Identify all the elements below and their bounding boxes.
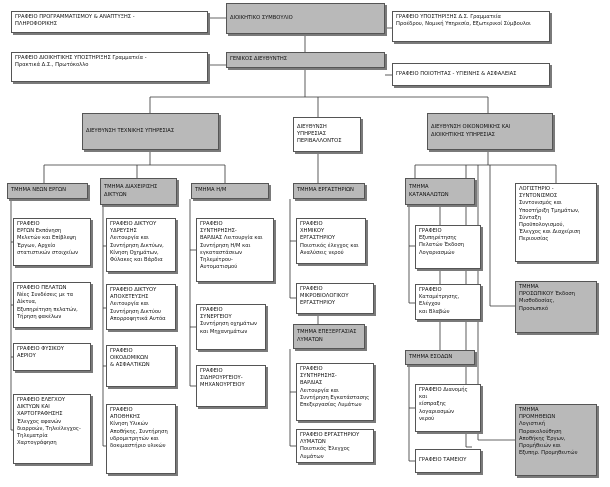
office-ww-lab-label: ΓΡΑΦΕΙΟ ΕΡΓΑΣΤΗΡΙΟΥ ΛΥΜΑΤΩΝ Ποιοτικός Έλ… — [300, 432, 360, 460]
office-metering-label: ΓΡΑΦΕΙΟ Καταμέτρησης, Ελέγχου και Βλαβών — [419, 287, 460, 315]
office-water-network-label: ΓΡΑΦΕΙΟ ΔΙΚΤΥΟΥ ΥΔΡΕΥΣΗΣ Λειτουργία και … — [110, 221, 164, 263]
office-quality-label: ΓΡΑΦΕΙΟ ΠΟΙΟΤΗΤΑΣ - ΥΓΙΕΙΝΗΣ & ΑΣΦΑΛΕΙΑΣ — [396, 70, 517, 77]
general-manager-label: ΓΕΝΙΚΟΣ ΔΙΕΥΘΥΝΤΗΣ — [230, 56, 287, 63]
office-ww-lab: ΓΡΑΦΕΙΟ ΕΡΓΑΣΤΗΡΙΟΥ ΛΥΜΑΤΩΝ Ποιοτικός Έλ… — [296, 429, 374, 463]
office-maint-shift-label: ΓΡΑΦΕΙΟ ΣΥΝΤΗΡΗΣΗΣ- ΒΑΡΔΙΑΣ Λειτουργία κ… — [200, 221, 263, 271]
office-network-control: ΓΡΑΦΕΙΟ ΕΛΕΓΧΟΥ ΔΙΚΤΥΩΝ ΚΑΙ ΧΑΡΤΟΓΡΑΦΗΣΗ… — [13, 394, 91, 464]
dept-procurement-label: ΤΜΗΜΑ ΠΡΟΜΗΘΕΙΩΝ Λογιστική Παρακολούθηση… — [519, 407, 578, 457]
dept-new-works: ΤΜΗΜΑ ΝΕΩΝ ΕΡΓΩΝ — [7, 183, 88, 199]
dept-networks-label: ΤΜΗΜΑ ΔΙΑΧΕΙΡΙΣΗΣ ΔΙΚΤΥΩΝ — [104, 184, 158, 198]
dept-revenue-label: ΤΜΗΜΑ ΕΣΟΔΩΝ — [409, 353, 453, 360]
office-water-network: ΓΡΑΦΕΙΟ ΔΙΚΤΥΟΥ ΥΔΡΕΥΣΗΣ Λειτουργία και … — [106, 218, 176, 272]
dept-personnel-label: ΤΜΗΜΑ ΠΡΟΣΩΠΙΚΟΥ Έκδοση Μισθοδοσίας, Προ… — [519, 284, 575, 312]
office-buildings-label: ΓΡΑΦΕΙΟ ΟΙΚΟΔΟΜΙΚΩΝ & ΑΣΦΑΛΤΙΚΩΝ — [110, 348, 150, 369]
board-label: ΔΙΟΙΚΗΤΙΚΟ ΣΥΜΒΟΥΛΙΟ — [230, 14, 293, 21]
dept-new-works-label: ΤΜΗΜΑ ΝΕΩΝ ΕΡΓΩΝ — [11, 187, 67, 194]
accounting-node: ΛΟΓΙΣΤΗΡΙΟ - ΣΥΝΤΟΝΙΣΜΟΣ Συντονισμός και… — [515, 183, 597, 262]
office-board-support: ΓΡΑΦΕΙΟ ΥΠΟΣΤΗΡΙΞΗΣ Δ.Σ. Γραμματεία Προέ… — [392, 11, 550, 42]
office-cashier-label: ΓΡΑΦΕΙΟ ΤΑΜΕΙΟΥ — [419, 457, 467, 464]
office-planning-label: ΓΡΑΦΕΙΟ ΠΡΟΓΡΑΜΜΑΤΙΣΜΟΥ & ΑΝΑΠΤΥΞΗΣ - ΠΛ… — [15, 14, 135, 28]
dir-economic-label: ΔΙΕΥΘΥΝΣΗ ΟΙΚΟΝΟΜΙΚΗΣ ΚΑΙ ΔΙΟΙΚΗΤΙΚΗΣ ΥΠ… — [431, 124, 511, 138]
office-storage-label: ΓΡΑΦΕΙΟ ΑΠΟΘΗΚΗΣ Κίνηση Υλικών Αποθήκης,… — [110, 407, 168, 449]
office-works-label: ΓΡΑΦΕΙΟ ΕΡΓΩΝ Εκπόνηση Μελετών και Επίβλ… — [17, 221, 78, 256]
office-quality: ΓΡΑΦΕΙΟ ΠΟΙΟΤΗΤΑΣ - ΥΓΙΕΙΝΗΣ & ΑΣΦΑΛΕΙΑΣ — [392, 63, 550, 86]
dept-consumers-label: ΤΜΗΜΑ ΚΑΤΑΝΑΛΩΤΩΝ — [409, 184, 449, 198]
office-ironworks: ΓΡΑΦΕΙΟ ΣΙΔΗΡΟΥΡΓΕΙΟΥ- ΜΗΧΑΝΟΥΡΓΕΙΟΥ — [196, 365, 266, 407]
office-chem-lab: ΓΡΑΦΕΙΟ ΧΗΜΙΚΟΥ ΕΡΓΑΣΤΗΡΙΟΥ Ποιοτικός έλ… — [296, 218, 366, 264]
dir-economic: ΔΙΕΥΘΥΝΣΗ ΟΙΚΟΝΟΜΙΚΗΣ ΚΑΙ ΔΙΟΙΚΗΤΙΚΗΣ ΥΠ… — [427, 113, 553, 150]
office-billing-label: ΓΡΑΦΕΙΟ Διανομής και είσπραξης λογαριασμ… — [419, 387, 468, 422]
office-service-label: ΓΡΑΦΕΙΟ Εξυπηρέτησης Πελατών Έκδοση Λογα… — [419, 228, 465, 256]
office-works: ΓΡΑΦΕΙΟ ΕΡΓΩΝ Εκπόνηση Μελετών και Επίβλ… — [13, 218, 91, 266]
office-metering: ΓΡΑΦΕΙΟ Καταμέτρησης, Ελέγχου και Βλαβών — [415, 284, 481, 320]
office-sewer-network: ΓΡΑΦΕΙΟ ΔΙΚΤΥΟΥ ΑΠΟΧΕΤΕΥΣΗΣ Λειτουργία κ… — [106, 284, 176, 330]
dir-technical: ΔΙΕΥΘΥΝΣΗ ΤΕΧΝΙΚΗΣ ΥΠΗΡΕΣΙΑΣ — [82, 113, 219, 150]
office-ww-maint: ΓΡΑΦΕΙΟ ΣΥΝΤΗΡΗΣΗΣ- ΒΑΡΔΙΑΣ Λειτουργία κ… — [296, 363, 374, 421]
dept-labs: ΤΜΗΜΑ ΕΡΓΑΣΤΗΡΙΩΝ — [293, 183, 365, 199]
office-ww-maint-label: ΓΡΑΦΕΙΟ ΣΥΝΤΗΡΗΣΗΣ- ΒΑΡΔΙΑΣ Λειτουργία κ… — [300, 366, 370, 408]
general-manager-node: ΓΕΝΙΚΟΣ ΔΙΕΥΘΥΝΤΗΣ — [226, 52, 385, 68]
office-garage-label: ΓΡΑΦΕΙΟ ΣΥΝΕΡΓΕΙΟΥ Συντήρηση οχημάτων κα… — [200, 307, 257, 335]
office-network-control-label: ΓΡΑΦΕΙΟ ΕΛΕΓΧΟΥ ΔΙΚΤΥΩΝ ΚΑΙ ΧΑΡΤΟΓΡΑΦΗΣΗ… — [17, 397, 81, 447]
office-sewer-network-label: ΓΡΑΦΕΙΟ ΔΙΚΤΥΟΥ ΑΠΟΧΕΤΕΥΣΗΣ Λειτουργία κ… — [110, 287, 166, 322]
dept-consumers: ΤΜΗΜΑ ΚΑΤΑΝΑΛΩΤΩΝ — [405, 178, 475, 205]
office-buildings: ΓΡΑΦΕΙΟ ΟΙΚΟΔΟΜΙΚΩΝ & ΑΣΦΑΛΤΙΚΩΝ — [106, 345, 176, 387]
office-chem-lab-label: ΓΡΑΦΕΙΟ ΧΗΜΙΚΟΥ ΕΡΓΑΣΤΗΡΙΟΥ Ποιοτικός έλ… — [300, 221, 359, 256]
dept-hm-label: ΤΜΗΜΑ Η/Μ — [195, 187, 227, 194]
board-node: ΔΙΟΙΚΗΤΙΚΟ ΣΥΜΒΟΥΛΙΟ — [226, 3, 385, 34]
office-admin-support: ΓΡΑΦΕΙΟ ΔΙΟΙΚΗΤΙΚΗΣ ΥΠΟΣΤΗΡΙΞΗΣ Γραμματε… — [11, 52, 208, 82]
dept-personnel: ΤΜΗΜΑ ΠΡΟΣΩΠΙΚΟΥ Έκδοση Μισθοδοσίας, Προ… — [515, 281, 597, 333]
dir-environment: ΔΙΕΥΘΥΝΣΗ ΥΠΗΡΕΣΙΑΣ ΠΕΡΙΒΑΛΛΟΝΤΟΣ — [293, 117, 361, 152]
office-micro-lab-label: ΓΡΑΦΕΙΟ ΜΙΚΡΟΒΙΟΛΟΓΙΚΟΥ ΕΡΓΑΣΤΗΡΙΟΥ — [300, 286, 349, 307]
dir-technical-label: ΔΙΕΥΘΥΝΣΗ ΤΕΧΝΙΚΗΣ ΥΠΗΡΕΣΙΑΣ — [86, 127, 175, 134]
dept-procurement: ΤΜΗΜΑ ΠΡΟΜΗΘΕΙΩΝ Λογιστική Παρακολούθηση… — [515, 404, 597, 476]
dept-revenue: ΤΜΗΜΑ ΕΣΟΔΩΝ — [405, 350, 475, 365]
office-planning: ΓΡΑΦΕΙΟ ΠΡΟΓΡΑΜΜΑΤΙΣΜΟΥ & ΑΝΑΠΤΥΞΗΣ - ΠΛ… — [11, 11, 208, 33]
office-board-support-label: ΓΡΑΦΕΙΟ ΥΠΟΣΤΗΡΙΞΗΣ Δ.Σ. Γραμματεία Προέ… — [396, 14, 531, 28]
office-service: ΓΡΑΦΕΙΟ Εξυπηρέτησης Πελατών Έκδοση Λογα… — [415, 225, 481, 269]
office-billing: ΓΡΑΦΕΙΟ Διανομής και είσπραξης λογαριασμ… — [415, 384, 481, 432]
office-natural-gas-label: ΓΡΑΦΕΙΟ ΦΥΣΙΚΟΥ ΑΕΡΙΟΥ — [17, 346, 64, 360]
accounting-label: ΛΟΓΙΣΤΗΡΙΟ - ΣΥΝΤΟΝΙΣΜΟΣ Συντονισμός και… — [519, 186, 581, 243]
dept-wastewater: ΤΜΗΜΑ ΕΠΕΞΕΡΓΑΣΙΑΣ ΛΥΜΑΤΩΝ — [293, 324, 365, 349]
office-natural-gas: ΓΡΑΦΕΙΟ ΦΥΣΙΚΟΥ ΑΕΡΙΟΥ — [13, 343, 91, 371]
office-admin-support-label: ΓΡΑΦΕΙΟ ΔΙΟΙΚΗΤΙΚΗΣ ΥΠΟΣΤΗΡΙΞΗΣ Γραμματε… — [15, 55, 147, 69]
office-cashier: ΓΡΑΦΕΙΟ ΤΑΜΕΙΟΥ — [415, 449, 481, 473]
office-micro-lab: ΓΡΑΦΕΙΟ ΜΙΚΡΟΒΙΟΛΟΓΙΚΟΥ ΕΡΓΑΣΤΗΡΙΟΥ — [296, 283, 374, 314]
office-garage: ΓΡΑΦΕΙΟ ΣΥΝΕΡΓΕΙΟΥ Συντήρηση οχημάτων κα… — [196, 304, 266, 350]
dept-networks: ΤΜΗΜΑ ΔΙΑΧΕΙΡΙΣΗΣ ΔΙΚΤΥΩΝ — [100, 178, 177, 205]
office-customers-label: ΓΡΑΦΕΙΟ ΠΕΛΑΤΩΝ Νέες Συνδέσεις με τα Δίκ… — [17, 285, 78, 320]
office-ironworks-label: ΓΡΑΦΕΙΟ ΣΙΔΗΡΟΥΡΓΕΙΟΥ- ΜΗΧΑΝΟΥΡΓΕΙΟΥ — [200, 368, 245, 389]
office-storage: ΓΡΑΦΕΙΟ ΑΠΟΘΗΚΗΣ Κίνηση Υλικών Αποθήκης,… — [106, 404, 176, 474]
dept-hm: ΤΜΗΜΑ Η/Μ — [191, 183, 269, 199]
office-customers: ΓΡΑΦΕΙΟ ΠΕΛΑΤΩΝ Νέες Συνδέσεις με τα Δίκ… — [13, 282, 91, 328]
dept-wastewater-label: ΤΜΗΜΑ ΕΠΕΞΕΡΓΑΣΙΑΣ ΛΥΜΑΤΩΝ — [297, 329, 357, 343]
office-maint-shift: ΓΡΑΦΕΙΟ ΣΥΝΤΗΡΗΣΗΣ- ΒΑΡΔΙΑΣ Λειτουργία κ… — [196, 218, 274, 282]
dir-environment-label: ΔΙΕΥΘΥΝΣΗ ΥΠΗΡΕΣΙΑΣ ΠΕΡΙΒΑΛΛΟΝΤΟΣ — [297, 123, 342, 145]
dept-labs-label: ΤΜΗΜΑ ΕΡΓΑΣΤΗΡΙΩΝ — [297, 187, 354, 194]
